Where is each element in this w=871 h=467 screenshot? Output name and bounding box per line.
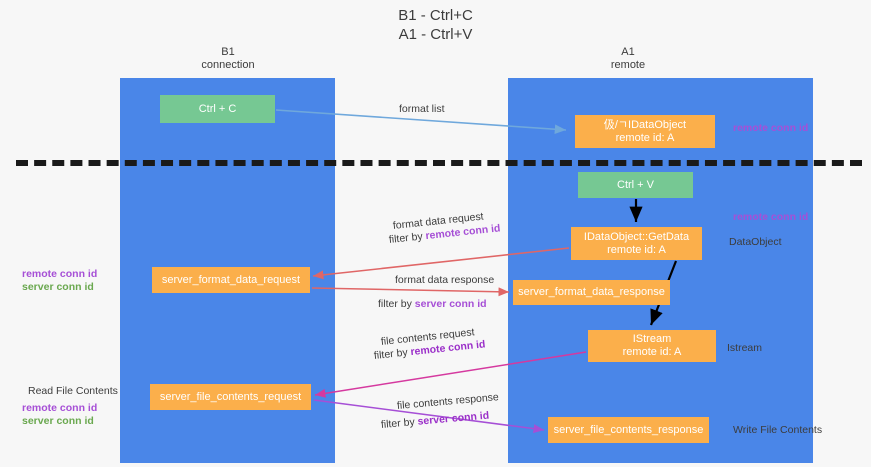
edge-label-format-data-response: format data response <box>395 274 495 286</box>
lane-a1-role: remote <box>610 59 646 71</box>
lane-a1-name: A1 <box>621 46 635 58</box>
edge-label-format-data-response-filter: filter by server conn id <box>378 298 487 311</box>
box-server-format-data-request-label: server_format_data_request <box>161 273 301 286</box>
box-getdata-line1: IDataObject::GetData <box>583 230 690 243</box>
box-getdata-line2: remote id: A <box>607 243 666 256</box>
box-server-format-data-response[interactable]: server_format_data_response <box>513 280 670 305</box>
annotation-left-remote-conn-id-mid: remote conn id <box>22 268 98 280</box>
diagram-title: B1 - Ctrl+C A1 - Ctrl+V <box>0 6 871 44</box>
annotation-left-remote-conn-id-bottom: remote conn id <box>22 402 98 414</box>
annotation-remote-conn-id-top: remote conn id <box>733 122 809 134</box>
box-ctrl-v[interactable]: Ctrl + V <box>578 172 693 198</box>
filter-key-server-conn-id: server conn id <box>417 409 490 428</box>
annotation-istream: Istream <box>727 342 763 354</box>
box-ctrl-c-label: Ctrl + C <box>198 102 237 115</box>
lane-header-b1: B1 connection <box>148 46 308 72</box>
box-idataobject-line2: remote id: A <box>615 131 675 144</box>
box-server-file-contents-request[interactable]: server_file_contents_request <box>150 384 311 410</box>
phase-divider <box>16 160 862 166</box>
annotation-write-file-contents: Write File Contents <box>733 424 823 436</box>
lane-header-a1: A1 remote <box>548 46 708 72</box>
box-server-file-contents-response[interactable]: server_file_contents_response <box>548 417 709 443</box>
filter-key-server-conn-id: server conn id <box>414 298 487 310</box>
box-ctrl-c[interactable]: Ctrl + C <box>160 95 275 123</box>
edge-format-data-response <box>311 287 510 297</box>
filter-prefix: filter by <box>380 415 419 431</box>
edge-label-format-list: format list <box>399 103 445 115</box>
annotation-dataobject: DataObject <box>729 236 782 248</box>
title-line-1: B1 - Ctrl+C <box>398 7 473 24</box>
filter-prefix: filter by <box>373 346 412 362</box>
box-istream-line2: remote id: A <box>622 346 682 358</box>
box-istream-line1: IStream <box>632 333 672 345</box>
box-idataobject-line1: 伋/ㄱIDataObject <box>603 118 687 131</box>
annotation-read-file-contents: Read File Contents <box>28 385 118 397</box>
box-idataobject-getdata[interactable]: IDataObject::GetData remote id: A <box>571 227 702 260</box>
filter-prefix: filter by <box>388 230 427 246</box>
box-server-file-contents-request-label: server_file_contents_request <box>159 390 302 403</box>
box-server-format-data-request[interactable]: server_format_data_request <box>152 267 310 293</box>
annotation-left-server-conn-id-bottom: server conn id <box>22 415 94 427</box>
box-server-format-data-response-label: server_format_data_response <box>518 286 665 298</box>
filter-prefix: filter by <box>378 298 415 310</box>
box-istream[interactable]: IStream remote id: A <box>588 330 716 362</box>
box-idataobject[interactable]: 伋/ㄱIDataObject remote id: A <box>575 115 715 148</box>
title-line-2: A1 - Ctrl+V <box>398 26 473 43</box>
lane-b1-role: connection <box>201 59 255 71</box>
box-server-file-contents-response-label: server_file_contents_response <box>553 423 704 436</box>
annotation-remote-conn-id-mid: remote conn id <box>733 211 809 223</box>
annotation-left-server-conn-id-mid: server conn id <box>22 281 94 293</box>
box-ctrl-v-label: Ctrl + V <box>617 178 654 191</box>
lane-b1-name: B1 <box>221 46 235 58</box>
